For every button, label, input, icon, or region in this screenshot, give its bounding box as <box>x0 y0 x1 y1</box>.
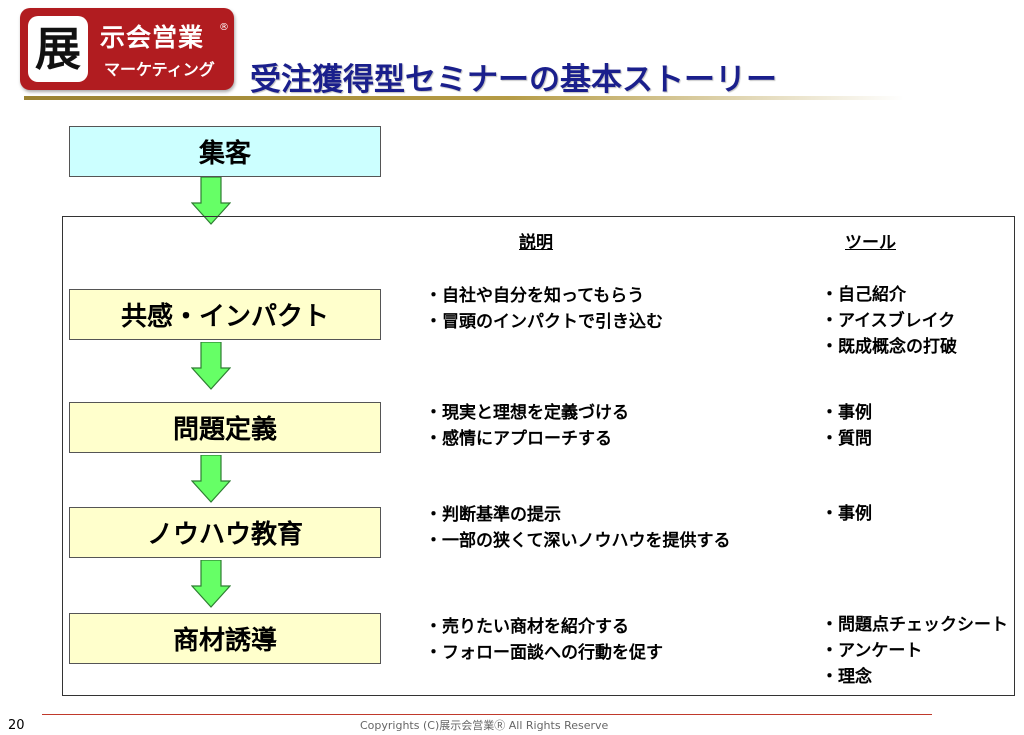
step-know-how-education-description: ・判断基準の提示 ・一部の狭くて深いノウハウを提供する <box>425 502 731 554</box>
description-line: ・判断基準の提示 <box>425 505 561 525</box>
down-arrow-icon <box>191 342 231 390</box>
step-product-guidance-description: ・売りたい商材を紹介する ・フォロー面談への行動を促す <box>425 614 663 666</box>
step-problem-definition-description: ・現実と理想を定義づける ・感情にアプローチする <box>425 400 629 452</box>
header-description: 説明 <box>519 233 553 253</box>
logo-seal-char: 展 <box>35 22 81 76</box>
tool-item: ・アイスブレイク <box>821 311 956 331</box>
story-panel <box>62 216 1015 696</box>
description-line: ・一部の狭くて深いノウハウを提供する <box>425 531 731 551</box>
down-arrow-icon <box>191 560 231 608</box>
tool-item: ・事例 <box>821 504 872 524</box>
step-problem-definition-tools: ・事例 ・質問 <box>821 400 872 452</box>
description-line: ・冒頭のインパクトで引き込む <box>425 312 663 332</box>
box-step-know-how-education: ノウハウ教育 <box>69 507 381 558</box>
step-empathy-tools: ・自己紹介 ・アイスブレイク ・既成概念の打破 <box>821 282 957 360</box>
logo-line1: 示会営業 <box>100 23 205 52</box>
box-step-empathy: 共感・インパクト <box>69 289 381 340</box>
logo: 展 示会営業 ® マーケティング <box>20 8 234 90</box>
tool-item: ・事例 <box>821 403 872 423</box>
box-attract-customers: 集客 <box>69 126 381 177</box>
step-know-how-education-tools: ・事例 <box>821 501 872 527</box>
title-underline <box>24 96 904 100</box>
tool-item: ・理念 <box>821 667 872 687</box>
header-tools: ツール <box>845 233 896 253</box>
tool-item: ・既成概念の打破 <box>821 337 957 357</box>
page-number: 20 <box>8 718 25 733</box>
tool-item: ・アンケート <box>821 641 923 661</box>
description-line: ・感情にアプローチする <box>425 429 612 449</box>
step-product-guidance-tools: ・問題点チェックシート ・アンケート ・理念 <box>821 612 1008 690</box>
copyright-notice: Copyrights (C)展示会営業Ⓡ All Rights Reserve <box>360 719 609 732</box>
down-arrow-icon <box>191 455 231 503</box>
down-arrow-icon <box>191 177 231 225</box>
footer-divider <box>42 714 932 715</box>
description-line: ・売りたい商材を紹介する <box>425 617 629 637</box>
box-step-problem-definition: 問題定義 <box>69 402 381 453</box>
description-line: ・フォロー面談への行動を促す <box>425 643 663 663</box>
logo-seal: 展 <box>28 16 88 82</box>
logo-line2: マーケティング <box>104 60 215 79</box>
tool-item: ・問題点チェックシート <box>821 615 1008 635</box>
description-line: ・現実と理想を定義づける <box>425 403 629 423</box>
page-title: 受注獲得型セミナーの基本ストーリー <box>250 62 777 98</box>
step-empathy-description: ・自社や自分を知ってもらう ・冒頭のインパクトで引き込む <box>425 283 663 335</box>
box-step-product-guidance: 商材誘導 <box>69 613 381 664</box>
logo-registered-mark: ® <box>219 22 229 33</box>
description-line: ・自社や自分を知ってもらう <box>425 286 645 306</box>
tool-item: ・質問 <box>821 429 872 449</box>
tool-item: ・自己紹介 <box>821 285 906 305</box>
